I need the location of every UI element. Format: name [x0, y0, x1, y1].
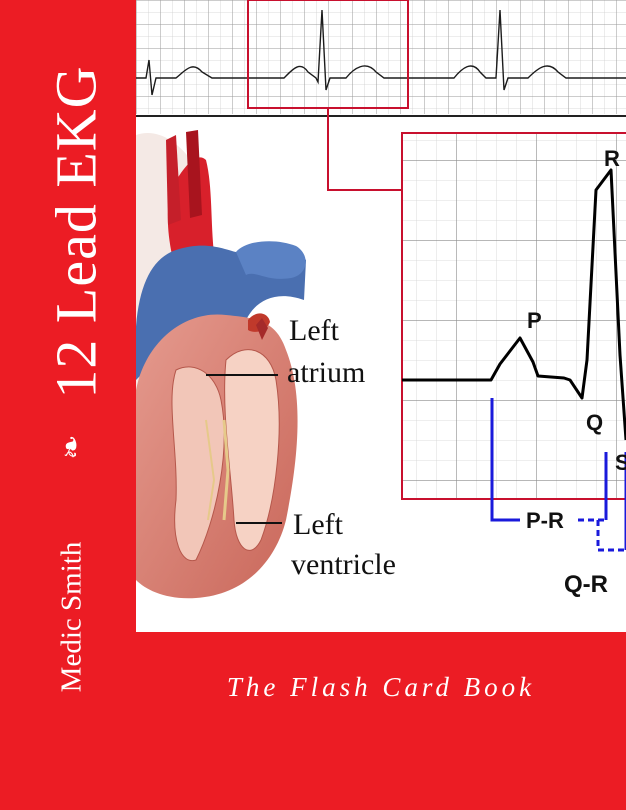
- cover-spine: 12 Lead EKG ❧ Medic Smith: [0, 0, 136, 810]
- p-wave-label: P: [527, 308, 542, 333]
- book-subtitle: The Flash Card Book: [226, 672, 536, 702]
- author-name: Medic Smith: [55, 541, 88, 693]
- left-ventricle-label-line1: Left: [293, 508, 344, 541]
- qrs-interval-label: Q-R: [564, 571, 608, 598]
- cover-illustration: Left atrium Left ventricle R P Q S P-R Q…: [136, 0, 626, 632]
- q-wave-label: Q: [586, 410, 603, 435]
- r-wave-label: R: [604, 146, 620, 171]
- heart-illustration: [136, 130, 306, 599]
- s-wave-label: S: [615, 450, 626, 475]
- left-atrium-label-line1: Left: [289, 314, 340, 347]
- pr-interval-label: P-R: [526, 508, 564, 533]
- left-ventricle-label-line2: ventricle: [291, 548, 396, 581]
- rhythm-strip: [136, 0, 626, 191]
- left-atrium-label-line2: atrium: [287, 356, 365, 389]
- ornament-icon: ❧: [54, 434, 90, 460]
- ekg-complex-detail: [401, 132, 626, 552]
- book-title: 12 Lead EKG: [43, 65, 109, 399]
